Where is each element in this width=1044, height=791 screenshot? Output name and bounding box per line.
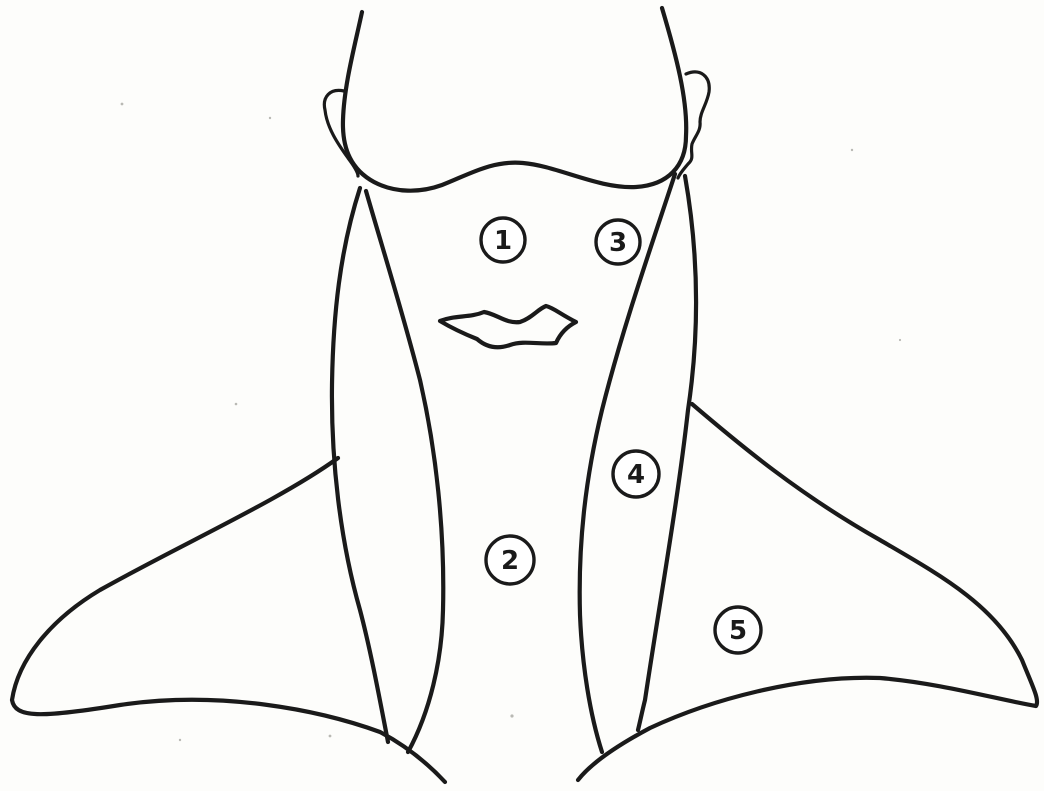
chin-jaw-outline: [343, 8, 686, 191]
paper-specks: [121, 103, 902, 742]
left-shoulder-outline: [12, 458, 445, 782]
left-neck-inner-line: [366, 191, 443, 752]
marker-3-label: 3: [609, 228, 627, 258]
marker-5: 5: [715, 607, 761, 653]
mouth-outline: [440, 306, 576, 347]
marker-4: 4: [613, 451, 659, 497]
left-neck-outer-line: [332, 188, 388, 742]
marker-2: 2: [486, 536, 534, 584]
marker-2-label: 2: [501, 546, 519, 576]
marker-4-label: 4: [627, 460, 645, 490]
marker-5-label: 5: [729, 616, 747, 646]
marker-3: 3: [596, 220, 640, 264]
marker-1-label: 1: [494, 226, 512, 256]
left-ear-outline: [324, 90, 358, 176]
marker-1: 1: [481, 218, 525, 262]
